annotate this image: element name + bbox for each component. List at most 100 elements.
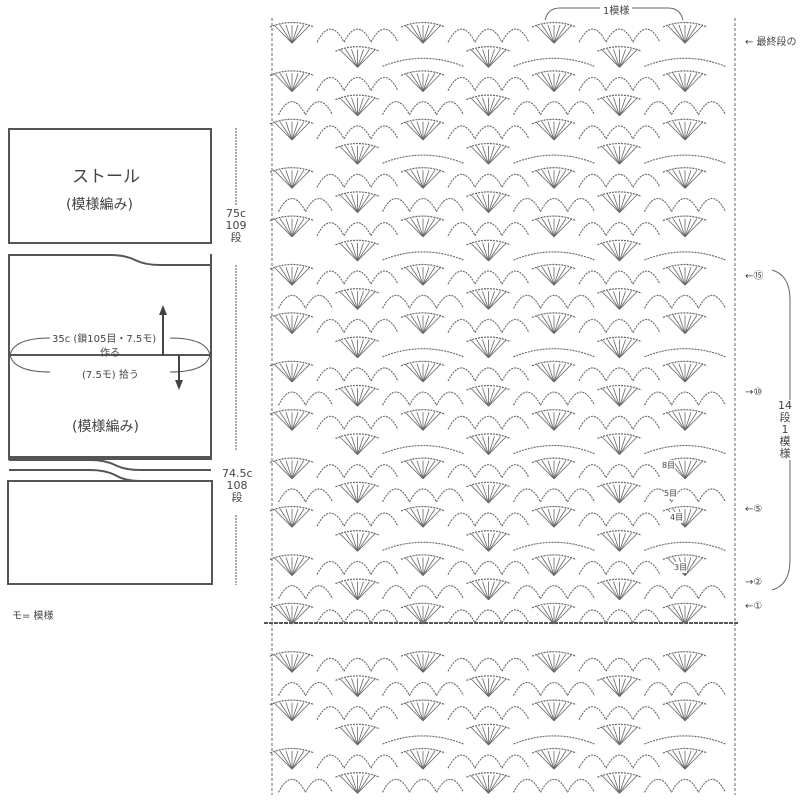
stitch-fan-ray (482, 484, 489, 504)
stitch-fan-ray (291, 266, 299, 286)
chain-arch (382, 735, 464, 745)
stitch-fan-ray (273, 73, 293, 92)
label-part: 14 (778, 399, 792, 412)
chain-arch (513, 541, 595, 551)
stitch-fan-ray (410, 460, 424, 480)
stitch-fan-edge (662, 215, 708, 222)
chain-arch (316, 512, 345, 527)
stitch-fan-ray (601, 387, 620, 407)
stitch-fan-ray (684, 653, 698, 673)
stitch-fan-edge (597, 336, 642, 343)
chain-arch (578, 754, 607, 769)
stitch-fan-ray (357, 678, 364, 697)
stitch-fan-ray (422, 218, 442, 238)
stitch-fan-ray (619, 339, 638, 359)
stitch-fan-ray (404, 169, 424, 189)
chain-arch (474, 415, 503, 430)
stitch-fan-edge (269, 263, 315, 270)
chain-arch (698, 488, 726, 503)
chain-arch (316, 270, 345, 285)
stitch-fan-ray (488, 774, 507, 794)
chain-arch (474, 657, 503, 672)
stitch-fan-edge (597, 191, 642, 197)
stitch-fan-edge (400, 118, 446, 125)
chain-arch (343, 173, 372, 188)
stitch-fan-edge (269, 215, 315, 222)
stitch-fan-edge (597, 723, 642, 730)
stitch-fan-edge (531, 21, 577, 28)
stitch-fan-ray (541, 411, 555, 431)
stitch-fan-ray (482, 775, 489, 794)
chain-arch (316, 706, 345, 721)
stitch-fan-ray (553, 653, 573, 673)
stitch-fan-ray (541, 460, 555, 480)
stitch-fan-ray (666, 750, 686, 770)
stitch-fan-ray (613, 339, 620, 358)
chain-arch (370, 609, 399, 624)
stitch-fan-ray (488, 532, 507, 552)
chain-arch (698, 681, 726, 696)
chain-arch (578, 560, 607, 575)
stitch-fan-ray (291, 73, 299, 92)
stitch-fan-ray (357, 726, 370, 746)
stitch-fan-edge (597, 578, 642, 585)
stitch-fan-ray (476, 48, 489, 68)
stitch-fan-ray (547, 508, 555, 528)
stitch-fan-ray (613, 436, 620, 455)
stitch-fan-ray (416, 266, 424, 286)
stitch-fan-ray (339, 194, 358, 213)
stitch-fan-ray (607, 436, 620, 455)
chain-arch (567, 681, 595, 696)
stitch-fan-ray (553, 653, 567, 673)
stitch-fan-edge (531, 312, 577, 318)
stitch-fan-ray (553, 315, 573, 334)
stitch-fan-ray (416, 557, 424, 576)
chain-arch (578, 173, 607, 188)
stitch-fan-ray (547, 363, 555, 383)
stitch-fan-ray (291, 218, 311, 238)
chain-arch (501, 76, 530, 91)
chain-arch (343, 657, 372, 672)
stitch-fan-ray (416, 121, 424, 141)
stitch-fan-ray (684, 460, 704, 480)
stitch-fan-ray (285, 73, 293, 92)
stitch-fan-ray (482, 726, 489, 746)
chain-arch (370, 706, 399, 721)
stitch-fan-ray (488, 97, 501, 117)
stitch-fan-ray (416, 508, 424, 528)
stitch-fan-ray (672, 24, 686, 44)
chain-arch (501, 173, 530, 188)
stitch-fan-ray (422, 508, 430, 528)
stitch-fan-ray (273, 266, 293, 286)
stitch-fan-ray (482, 291, 489, 310)
stitch-fan-edge (400, 602, 446, 609)
chain-arch (370, 318, 399, 333)
chain-arch (605, 464, 634, 479)
stitch-fan-ray (357, 242, 364, 262)
stitch-fan-ray (470, 290, 489, 310)
stitch-fan-edge (531, 554, 577, 560)
stitch-fan-edge (335, 530, 380, 536)
stitch-fan-ray (339, 532, 358, 552)
chain-arch (540, 488, 568, 503)
stitch-fan-ray (619, 726, 632, 746)
stitch-fan-ray (279, 266, 293, 286)
stitch-fan-ray (488, 387, 495, 407)
chain-arch (474, 367, 503, 382)
stitch-fan-ray (619, 97, 632, 117)
stitch-note-3: 3目 (674, 562, 688, 573)
stitch-fan-ray (357, 49, 364, 68)
stitch-fan-ray (619, 774, 632, 794)
chain-arch (382, 391, 410, 406)
chain-arch (501, 560, 530, 575)
stitch-fan-ray (672, 750, 686, 770)
chain-arch (671, 101, 699, 116)
stitch-fan-ray (535, 218, 555, 238)
stitch-fan-edge (662, 118, 708, 125)
stitch-fan-ray (488, 339, 495, 358)
stitch-fan-ray (279, 605, 293, 625)
stitch-fan-ray (547, 73, 555, 92)
stitch-note-5: 5目 (664, 488, 678, 499)
stitch-fan-ray (422, 460, 442, 480)
chain-arch (474, 125, 503, 140)
